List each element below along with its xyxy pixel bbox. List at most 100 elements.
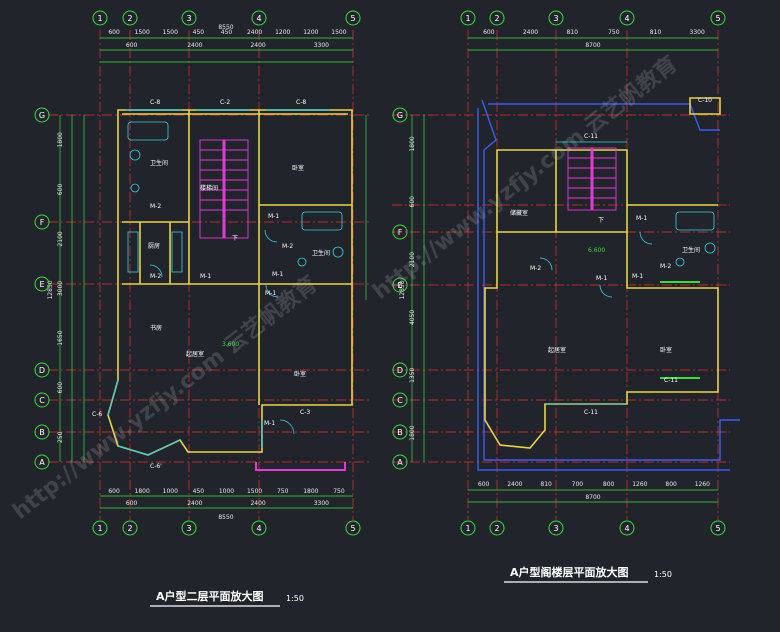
- dim-bottom-1-label: 1260: [695, 481, 710, 488]
- door-label: M-1: [264, 420, 275, 427]
- column-bubble-label: 1: [97, 524, 102, 533]
- dimension-lines: [59, 37, 367, 509]
- row-bubble-label: D: [397, 366, 403, 375]
- plan-title: A户型阁楼层平面放大图: [510, 565, 629, 579]
- row-bubble-circle: [392, 454, 408, 470]
- dim-top-2-label: 3300: [314, 42, 329, 49]
- dim-bottom-1-label: 600: [108, 488, 120, 495]
- walls: [484, 97, 721, 449]
- column-bubble-label: 5: [350, 524, 355, 533]
- room-label: 卧室: [294, 370, 306, 378]
- row-bubble-circle: [34, 424, 50, 440]
- row-bubble-label: C: [39, 396, 45, 405]
- dim-bottom-2-label: 8700: [585, 494, 600, 501]
- dim-top-1-label: 1500: [331, 29, 346, 36]
- overall-height: 12850: [47, 280, 54, 299]
- column-bubble-circle: [251, 520, 267, 536]
- dims-bottom-2: 8700: [585, 494, 600, 501]
- row-bubble-label: F: [398, 228, 403, 237]
- room-label: 起居室: [186, 350, 204, 358]
- row-bubble-circle: [392, 107, 408, 123]
- room-label: 起居室: [548, 346, 566, 354]
- row-bubble-circle: [34, 214, 50, 230]
- door-label: M-1: [200, 273, 211, 280]
- column-bubble-label: 1: [97, 14, 102, 23]
- dim-top-1-label: 810: [566, 29, 578, 36]
- dim-bottom-1-label: 1500: [247, 488, 262, 495]
- dim-top-1-label: 600: [483, 29, 495, 36]
- watermark: http://www.yzfjy.com 云艺帆教育 http://www.yz…: [8, 51, 683, 525]
- column-bubble-circle: [460, 520, 476, 536]
- room-label: 卫生间: [682, 246, 700, 254]
- row-bubble-label: G: [39, 111, 45, 120]
- column-bubble-label: 4: [256, 14, 261, 23]
- column-bubble-circle: [710, 520, 726, 536]
- row-bubble-label: B: [397, 428, 403, 437]
- dim-top-1-label: 1500: [135, 29, 150, 36]
- window-label: C-6: [92, 411, 102, 418]
- room-label: 卫生间: [150, 159, 168, 167]
- dim-bottom-2-label: 2400: [250, 500, 265, 507]
- window-label: C-2: [220, 99, 230, 106]
- room-label: 卫生间: [312, 249, 330, 257]
- dim-top-1-label: 2400: [523, 29, 538, 36]
- dim-top-1-label: 450: [193, 29, 205, 36]
- column-bubble-circle: [181, 520, 197, 536]
- dim-left-label: 1350: [409, 367, 416, 382]
- dim-top-1-label: 2400: [247, 29, 262, 36]
- floor-level: 6.600: [588, 247, 605, 254]
- dimension-lines: [411, 37, 718, 503]
- dim-bottom-1-label: 1000: [163, 488, 178, 495]
- row-bubble-circle: [392, 392, 408, 408]
- door-labels: M-1M-2M-1M-1M-2M-2M-1M-1: [150, 203, 293, 427]
- room-label: 储藏室: [510, 209, 528, 217]
- dim-left-label: 3000: [57, 281, 64, 296]
- column-bubble-label: 1: [465, 524, 470, 533]
- floor-level: 3.600: [222, 341, 239, 348]
- dim-left-label: 250: [57, 431, 64, 443]
- column-bubble-label: 4: [624, 524, 629, 533]
- row-bubble-circle: [34, 276, 50, 292]
- fixtures: [127, 121, 344, 435]
- dim-top-1-label: 1200: [275, 29, 290, 36]
- dim-top-1-label: 810: [650, 29, 662, 36]
- dim-top-1-label: 1500: [163, 29, 178, 36]
- dim-bottom-1-label: 1800: [303, 488, 318, 495]
- column-bubble-circle: [460, 10, 476, 26]
- column-bubble-circle: [92, 520, 108, 536]
- column-bubble-circle: [181, 10, 197, 26]
- dim-top-2-label: 8700: [585, 42, 600, 49]
- dim-left-label: 1800: [57, 132, 64, 147]
- dim-top-2-label: 2400: [187, 42, 202, 49]
- dim-left-label: 600: [57, 382, 64, 394]
- overall-height: 12850: [399, 280, 406, 299]
- window-label: C-8: [296, 99, 306, 106]
- column-bubble-circle: [489, 10, 505, 26]
- window-label: C-11: [584, 133, 598, 140]
- column-bubble-label: 5: [350, 14, 355, 23]
- window-label: C-10: [698, 97, 712, 104]
- column-bubble-label: 3: [186, 14, 191, 23]
- room-label: 楼梯间: [200, 184, 218, 192]
- balcony: [255, 462, 346, 471]
- door-label: M-1: [596, 275, 607, 282]
- dim-left-label: 600: [409, 196, 416, 208]
- overall-width-top: 8550: [218, 24, 233, 31]
- column-bubble-label: 2: [494, 524, 499, 533]
- door-label: M-2: [660, 263, 671, 270]
- dim-left-label: 4050: [409, 310, 416, 325]
- dim-bottom-2-label: 3300: [314, 500, 329, 507]
